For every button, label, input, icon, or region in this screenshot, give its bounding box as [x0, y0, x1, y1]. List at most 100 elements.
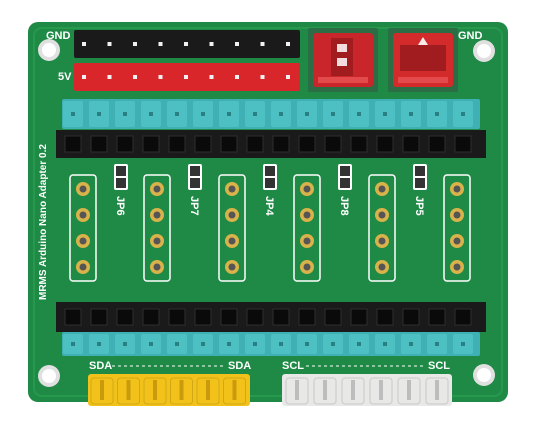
- socket-hole: [428, 308, 446, 326]
- pin-hole: [453, 237, 461, 245]
- header-pin: [286, 42, 290, 46]
- socket-hole: [454, 135, 472, 153]
- header-pin: [184, 75, 188, 79]
- header-pin: [435, 112, 439, 116]
- connector-pin: [153, 380, 157, 400]
- socket-hole: [90, 135, 108, 153]
- socket-hole: [194, 135, 212, 153]
- socket-hole: [116, 135, 134, 153]
- connector-pin: [179, 380, 184, 400]
- pin-hole: [228, 237, 236, 245]
- connector-pin: [232, 380, 237, 400]
- pin-column-outline: [368, 174, 396, 282]
- header-pin: [158, 75, 163, 79]
- socket-hole: [272, 308, 290, 326]
- header-pin: [461, 342, 465, 346]
- header-pin: [133, 75, 137, 79]
- pin-hole: [303, 211, 311, 219]
- socket-hole: [246, 135, 264, 153]
- pin-hole: [378, 237, 386, 245]
- connector-pin: [100, 380, 104, 400]
- jumper-pad-bottom: [116, 178, 126, 188]
- header-pin: [331, 342, 335, 346]
- jumper-label: JP6: [114, 196, 126, 216]
- socket-hole: [194, 308, 212, 326]
- jumper-pad-top: [340, 166, 350, 176]
- header-pin: [279, 342, 283, 346]
- 5v-pin-header: [74, 63, 300, 91]
- jumper-pad-top: [190, 166, 200, 176]
- header-pin: [235, 75, 239, 79]
- socket-hole: [324, 135, 342, 153]
- header-pin: [435, 342, 439, 346]
- 5v-label: 5V: [58, 71, 72, 83]
- socket-hole: [90, 308, 108, 326]
- socket-hole: [298, 308, 316, 326]
- connector-pin: [126, 380, 131, 400]
- red-connector-left: [308, 28, 378, 92]
- gnd-label-left: GND: [46, 30, 71, 42]
- socket-hole: [454, 308, 472, 326]
- socket-hole: [220, 135, 238, 153]
- socket-hole: [324, 308, 342, 326]
- scl-pin-header: [282, 374, 452, 406]
- socket-hole: [402, 135, 420, 153]
- pin-column-outline: [218, 174, 246, 282]
- pin-hole: [303, 185, 311, 193]
- socket-hole: [350, 135, 368, 153]
- pin-hole: [153, 263, 161, 271]
- jumper-label: JP7: [188, 196, 200, 216]
- header-pin: [209, 42, 214, 46]
- socket-hole: [298, 135, 316, 153]
- socket-hole: [64, 308, 82, 326]
- header-pin: [201, 112, 205, 116]
- gnd-pin-header: [74, 30, 300, 58]
- header-pin: [71, 342, 75, 346]
- pin-hole: [453, 211, 461, 219]
- header-pin: [184, 42, 188, 46]
- bottom-arduino-socket: [56, 302, 486, 356]
- top-arduino-socket: [56, 99, 486, 158]
- jumper-label: JP8: [338, 196, 350, 216]
- connector-pin: [351, 380, 355, 400]
- connector-pin: [435, 380, 439, 400]
- header-pin: [107, 75, 112, 79]
- header-pin: [82, 75, 86, 79]
- jumper-label: JP5: [413, 196, 425, 216]
- pin-hole: [228, 263, 236, 271]
- header-pin: [409, 342, 413, 346]
- pin-column-outline: [293, 174, 321, 282]
- connector-pin: [379, 380, 383, 400]
- header-pin: [175, 112, 179, 116]
- header-pin: [331, 112, 335, 116]
- header-pin: [158, 42, 163, 46]
- header-pin: [305, 112, 309, 116]
- header-pin: [227, 112, 231, 116]
- header-pin: [209, 75, 214, 79]
- jumper-pad-top: [116, 166, 126, 176]
- socket-hole: [168, 135, 186, 153]
- jumper-label: JP4: [263, 196, 275, 216]
- pin-hole: [303, 237, 311, 245]
- pin-hole: [228, 185, 236, 193]
- pin-column-outline: [143, 174, 171, 282]
- socket-hole: [428, 135, 446, 153]
- socket-hole: [272, 135, 290, 153]
- header-pin: [253, 112, 257, 116]
- socket-hole: [64, 135, 82, 153]
- sda-label-right: SDA: [228, 360, 251, 372]
- gnd-label-right: GND: [458, 30, 483, 42]
- header-pin: [201, 342, 205, 346]
- socket-hole: [142, 308, 160, 326]
- board-title-vertical: MRMS Arduino Nano Adapter 0.2: [38, 144, 49, 300]
- pin-hole: [453, 185, 461, 193]
- mounting-holes: [38, 39, 495, 387]
- header-pin: [133, 42, 137, 46]
- red-connector-right: [388, 28, 458, 92]
- connector-pin: [206, 380, 210, 400]
- pin-hole: [378, 211, 386, 219]
- header-pin: [253, 342, 257, 346]
- header-pin: [97, 112, 101, 116]
- pin-column-outline: [443, 174, 471, 282]
